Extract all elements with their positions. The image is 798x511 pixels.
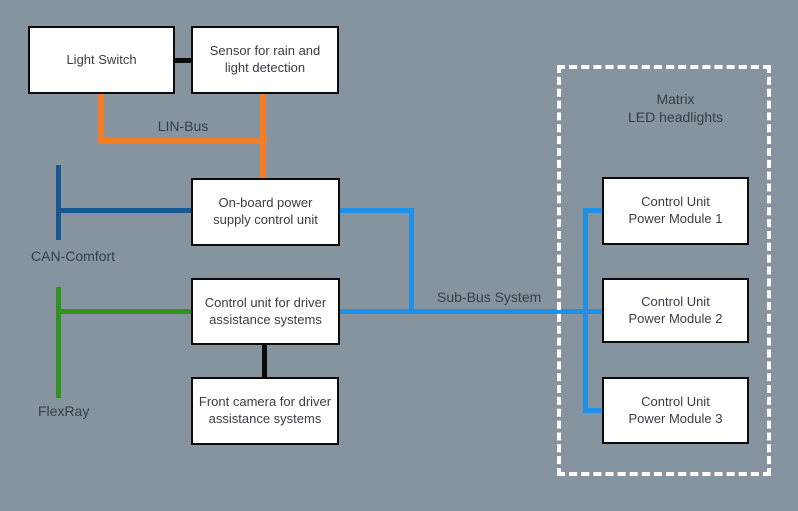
node-rain-light-sensor-label: Sensor for rain and light detection <box>209 43 321 75</box>
switch-sensor-connector <box>175 58 191 63</box>
node-front-camera-label: Front camera for driver assistance syste… <box>198 394 332 426</box>
matrix-led-group-label: Matrix LED headlights <box>628 91 723 125</box>
lin-bus-label: LIN-Bus <box>157 118 209 134</box>
can-comfort-label: CAN-Comfort <box>31 248 116 264</box>
node-rain-light-sensor: Sensor for rain and light detection <box>191 26 339 94</box>
node-front-camera: Front camera for driver assistance syste… <box>191 377 339 445</box>
lin-bus-line-horizontal <box>98 138 267 144</box>
sub-bus-line-onboard-out <box>340 208 414 213</box>
node-light-switch: Light Switch <box>28 26 175 94</box>
node-power-module-2-label: Control Unit Power Module 2 <box>628 293 723 326</box>
node-light-switch-label: Light Switch <box>66 51 137 67</box>
sub-bus-line-module-trunk <box>583 208 588 413</box>
node-power-module-1-label: Control Unit Power Module 1 <box>628 194 723 226</box>
can-comfort-line-horizontal <box>56 208 191 213</box>
node-onboard-power-supply: On-board power supply control unit <box>191 178 340 246</box>
sub-bus-line-module3-branch <box>583 408 602 413</box>
node-power-module-1: Control Unit Power Module 1 <box>602 177 749 245</box>
sub-bus-line-drop <box>409 208 414 314</box>
node-power-module-3-label: Control Unit Power Module 3 <box>628 393 723 426</box>
flexray-line-vertical <box>56 287 61 398</box>
sub-bus-line-main-horizontal <box>340 309 602 314</box>
driver-camera-connector <box>262 345 267 377</box>
matrix-led-group-outline <box>557 65 771 476</box>
lin-bus-line-vertical-left <box>98 94 104 144</box>
sub-bus-label: Sub-Bus System <box>437 289 542 305</box>
can-comfort-line-vertical <box>56 165 61 240</box>
lin-bus-line-vertical-right <box>260 94 266 178</box>
node-power-module-3: Control Unit Power Module 3 <box>602 377 749 444</box>
flexray-line-horizontal <box>56 309 191 314</box>
node-driver-assistance-unit: Control unit for driver assistance syste… <box>191 278 340 345</box>
node-onboard-power-supply-label: On-board power supply control unit <box>213 195 318 227</box>
flexray-label: FlexRay <box>38 403 90 419</box>
node-power-module-2: Control Unit Power Module 2 <box>602 278 749 343</box>
node-driver-assistance-unit-label: Control unit for driver assistance syste… <box>204 294 327 327</box>
sub-bus-line-module1-branch <box>583 208 602 213</box>
